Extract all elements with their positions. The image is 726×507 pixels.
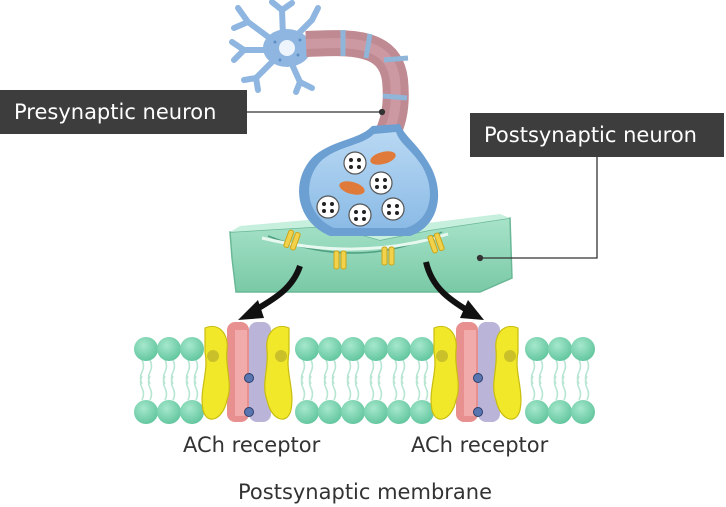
lipid-head bbox=[180, 337, 204, 361]
lipid-tail bbox=[423, 359, 429, 401]
lipid-tail bbox=[538, 359, 544, 401]
synaptic-vesicles bbox=[316, 151, 405, 227]
presynaptic-neuron-label: Presynaptic neuron bbox=[0, 90, 247, 134]
lipid-head bbox=[318, 337, 342, 361]
lipid-tail bbox=[147, 359, 153, 401]
ach-receptor-left-label: ACh receptor bbox=[183, 433, 321, 457]
lipid-head bbox=[571, 400, 595, 424]
lipid-head bbox=[571, 337, 595, 361]
lipid-head bbox=[410, 337, 434, 361]
mitochondria bbox=[339, 151, 396, 195]
lipid-tail bbox=[308, 359, 314, 401]
lipid-tail bbox=[400, 359, 406, 401]
surface-receptors bbox=[283, 229, 445, 270]
postsynaptic-membrane-label: Postsynaptic membrane bbox=[238, 480, 492, 504]
lipid-head bbox=[134, 337, 158, 361]
ach-receptor-right-label: ACh receptor bbox=[411, 433, 549, 457]
synaptic-terminal bbox=[299, 124, 439, 236]
lipid-tail bbox=[584, 359, 590, 401]
lipid-tail bbox=[392, 359, 398, 401]
ach-receptor-left bbox=[201, 322, 293, 422]
lipid-head bbox=[180, 400, 204, 424]
lipid-tail bbox=[576, 359, 582, 401]
lipid-head bbox=[387, 337, 411, 361]
lipid-tail bbox=[331, 359, 337, 401]
lipid-tail bbox=[415, 359, 421, 401]
lipid-head bbox=[525, 400, 549, 424]
lipid-tail bbox=[193, 359, 199, 401]
lipid-tail bbox=[346, 359, 352, 401]
neuron-cell-body bbox=[229, 0, 321, 95]
lipid-head bbox=[295, 337, 319, 361]
lipid-tail bbox=[139, 359, 145, 401]
lipid-head bbox=[548, 400, 572, 424]
lipid-head bbox=[410, 400, 434, 424]
lipid-tail bbox=[354, 359, 360, 401]
lipid-bilayer bbox=[134, 337, 595, 424]
lipid-head bbox=[318, 400, 342, 424]
lipid-tail bbox=[377, 359, 383, 401]
lipid-head bbox=[134, 400, 158, 424]
lipid-tail bbox=[300, 359, 306, 401]
lipid-head bbox=[341, 337, 365, 361]
lipid-head bbox=[548, 337, 572, 361]
zoom-arrows bbox=[238, 261, 484, 320]
lipid-tail bbox=[553, 359, 559, 401]
lipid-tail bbox=[170, 359, 176, 401]
lipid-tail bbox=[530, 359, 536, 401]
lipid-head bbox=[387, 400, 411, 424]
lipid-tail bbox=[369, 359, 375, 401]
lipid-head bbox=[525, 337, 549, 361]
postsynaptic-neuron-label: Postsynaptic neuron bbox=[470, 113, 724, 157]
lipid-head bbox=[341, 400, 365, 424]
ach-receptor-right bbox=[430, 322, 522, 422]
lipid-head bbox=[157, 337, 181, 361]
lipid-tail bbox=[162, 359, 168, 401]
lipid-head bbox=[364, 337, 388, 361]
lipid-head bbox=[295, 400, 319, 424]
lipid-tail bbox=[185, 359, 191, 401]
lipid-tail bbox=[561, 359, 567, 401]
lipid-head bbox=[157, 400, 181, 424]
lipid-tail bbox=[323, 359, 329, 401]
axon bbox=[305, 30, 409, 146]
lipid-head bbox=[364, 400, 388, 424]
